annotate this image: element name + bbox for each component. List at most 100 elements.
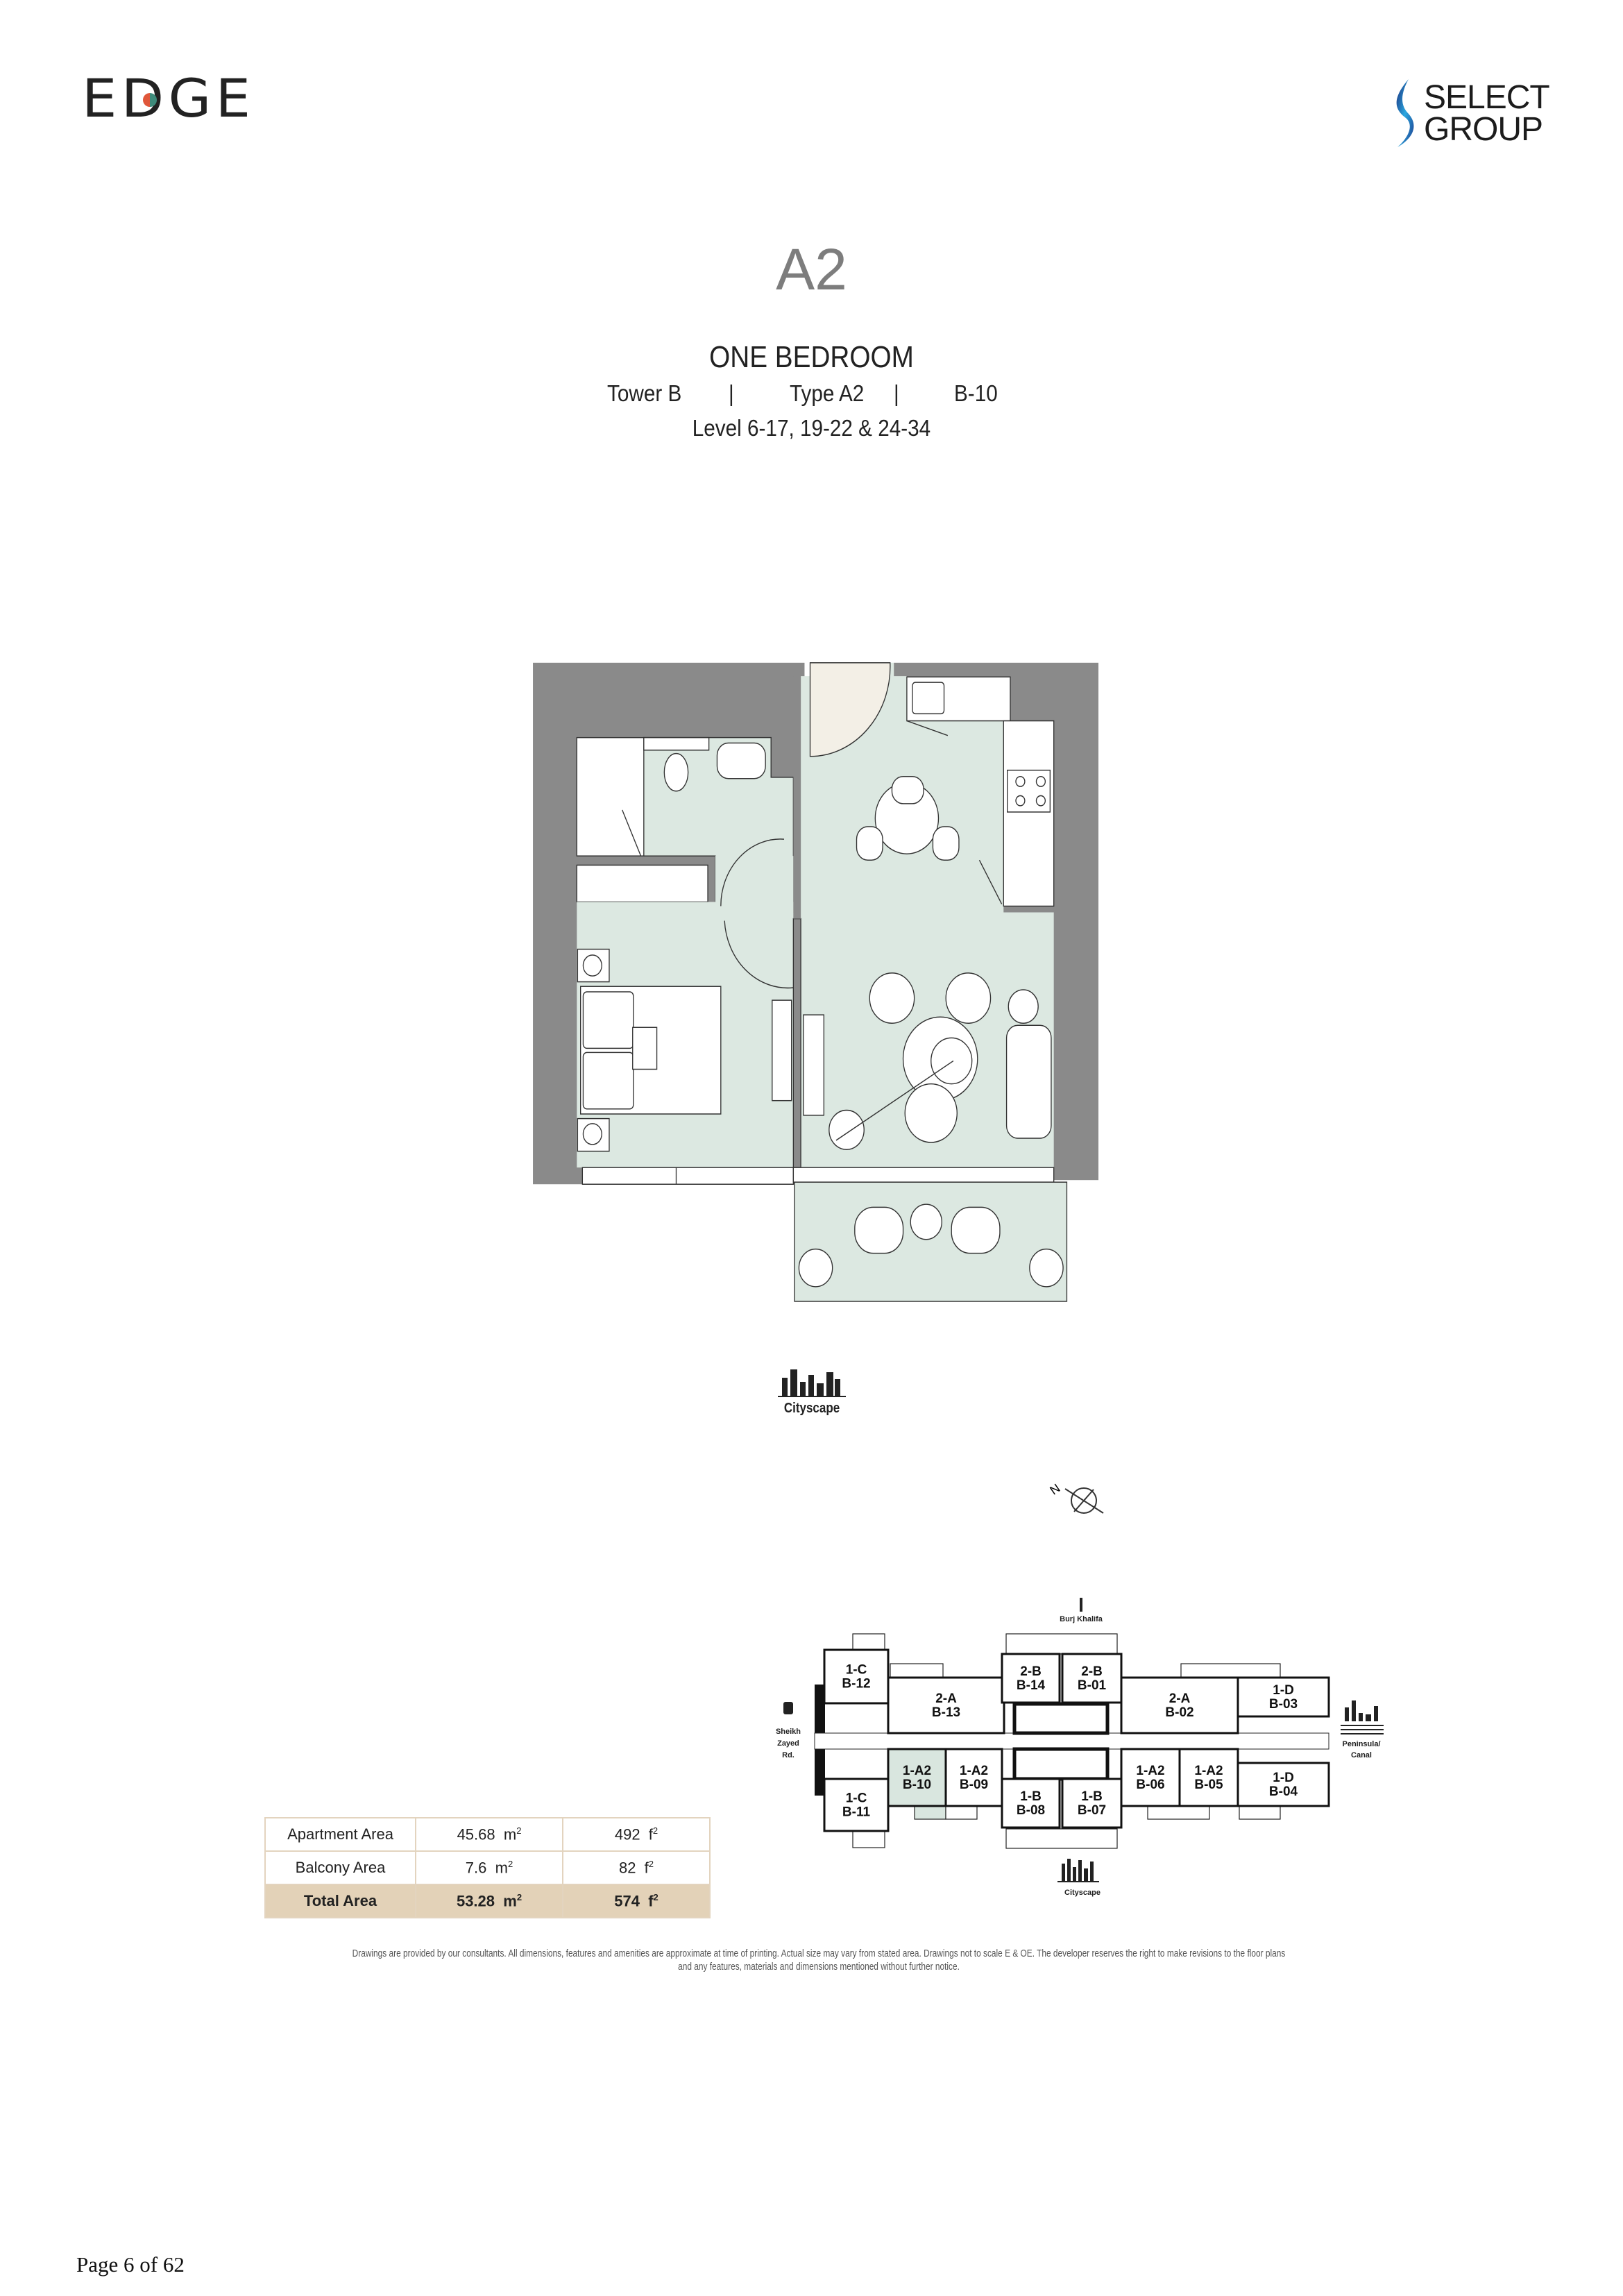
burj-khalifa-label: Burj Khalifa (1060, 1615, 1103, 1623)
cityscape-icon (1057, 1859, 1099, 1882)
logo-text-select: SELECT (1424, 79, 1550, 116)
window (581, 1167, 794, 1185)
unit-box (1237, 1762, 1330, 1807)
left-label-1: Sheikh (776, 1728, 801, 1736)
area-sqm: 7.6 m2 (415, 1850, 563, 1885)
unit-type-label: 1-B (1081, 1789, 1103, 1804)
unit-meta-line: Tower B | Type A2 | B-10 (604, 380, 1076, 411)
key-plan-unit-b-05: 1-A2B-05 (1178, 1748, 1239, 1807)
edge-logo-text: EDGE (82, 67, 255, 129)
key-plan-unit-b-10: 1-A2B-10 (887, 1748, 947, 1807)
key-plan-unit-b-08: 1-BB-08 (1001, 1778, 1061, 1829)
view-indicator: Cityscape (770, 1364, 853, 1426)
plant-icon (798, 1248, 833, 1288)
separator: | (729, 380, 734, 406)
lift-core (1012, 1747, 1110, 1781)
partition-wall (792, 918, 801, 1168)
balcony (852, 1633, 885, 1651)
compass-north-label: N (1047, 1481, 1062, 1498)
unit-id-label: B-10 (903, 1778, 931, 1792)
area-label: Total Area (264, 1884, 416, 1918)
unit-id-label: B-12 (842, 1677, 870, 1691)
dining-chair (856, 826, 883, 861)
key-plan-unit-b-07: 1-BB-07 (1061, 1778, 1123, 1829)
key-plan-drawing: 1-CB-122-AB-132-BB-142-BB-012-AB-021-DB-… (776, 1598, 1384, 1897)
unit-id-label: B-11 (842, 1805, 871, 1820)
key-plan-unit-b-06: 1-A2B-06 (1120, 1748, 1181, 1807)
armchair (869, 972, 915, 1024)
entry-door-swing (809, 662, 891, 757)
area-label: Apartment Area (264, 1817, 416, 1852)
disclaimer: Drawings are provided by our consultants… (341, 1948, 1297, 1974)
left-label-2: Zayed (777, 1739, 799, 1748)
unit-id-label: B-01 (1078, 1678, 1107, 1693)
toilet-icon (663, 752, 689, 792)
key-plan-unit-b-04: 1-DB-04 (1237, 1762, 1330, 1807)
unit-id-label: B-05 (1194, 1778, 1223, 1792)
stool (1008, 989, 1039, 1024)
right-label-2: Canal (1351, 1751, 1372, 1759)
area-sqft: 82 f2 (562, 1850, 711, 1885)
road-icon (783, 1702, 793, 1714)
kitchen-counter (1003, 720, 1055, 907)
wardrobe (576, 864, 708, 903)
select-group-logo: SELECT GROUP (1388, 75, 1554, 151)
unit-type-label: 1-A2 (1136, 1764, 1164, 1778)
unit-type-label: 1-C (846, 1663, 867, 1678)
unit-box (1061, 1778, 1123, 1829)
unit-box (887, 1676, 1005, 1734)
balcony-highlighted (914, 1805, 946, 1820)
area-sqft: 574 f2 (562, 1884, 711, 1918)
unit-id-label: B-14 (1017, 1678, 1046, 1693)
balcony-chair (854, 1206, 904, 1254)
key-plan-unit-b-02: 2-AB-02 (1120, 1676, 1239, 1734)
unit-id-label: B-07 (1078, 1803, 1106, 1818)
cooktop-icon (1006, 769, 1051, 813)
page-number: Page 6 of 62 (76, 2252, 185, 2277)
unit-id-label: B-04 (1269, 1784, 1298, 1799)
edge-logo-dot-icon (143, 93, 157, 107)
type-label: Type A2 (790, 380, 865, 406)
disclaimer-line-2: and any features, materials and dimensio… (678, 1961, 960, 1973)
balcony (945, 1805, 978, 1820)
unit-type-label: 1-C (846, 1791, 867, 1806)
cityscape-label: Cityscape (1064, 1889, 1101, 1897)
balcony (852, 1830, 885, 1848)
corridor (814, 1732, 1329, 1750)
balcony (1239, 1805, 1281, 1820)
area-sqm: 53.28 m2 (415, 1884, 563, 1918)
unit-type-label: 1-A2 (903, 1764, 931, 1778)
unit-type-label: 1-A2 (960, 1764, 988, 1778)
floor-plan (527, 659, 1103, 1312)
waterfront-icon (1341, 1700, 1384, 1734)
balcony-chair (951, 1206, 1001, 1254)
balcony-area (794, 1181, 1068, 1302)
levels-label: Level 6-17, 19-22 & 24-34 (692, 415, 931, 441)
right-label-1: Peninsula/ (1342, 1740, 1380, 1748)
unit-box (944, 1748, 1003, 1807)
key-plan-unit-b-13: 2-AB-13 (887, 1676, 1005, 1734)
dining-chair (932, 826, 960, 861)
living-area (801, 676, 1054, 1168)
balcony-table (910, 1204, 942, 1240)
key-plan-unit-b-09: 1-A2B-09 (944, 1748, 1003, 1807)
balcony (1147, 1805, 1210, 1820)
balcony (890, 1663, 944, 1678)
lift-core (1012, 1702, 1110, 1735)
compass-icon: N (1047, 1481, 1104, 1514)
logo-text-group: GROUP (1424, 111, 1543, 148)
balcony-sliding-door (792, 1167, 1055, 1183)
key-plan-unit-b-14: 2-BB-14 (1001, 1653, 1061, 1704)
disclaimer-line-1: Drawings are provided by our consultants… (352, 1948, 1286, 1959)
tv-unit (772, 999, 792, 1101)
unit-type-label: 1-D (1273, 1683, 1294, 1698)
unit-box (1061, 1653, 1123, 1704)
cityscape-icon (778, 1369, 846, 1397)
floor-lamp (829, 1109, 865, 1150)
tv-unit (803, 1014, 825, 1116)
bedroom-door-swing (724, 920, 794, 989)
key-plan-unit-b-11: 1-CB-11 (823, 1778, 890, 1832)
